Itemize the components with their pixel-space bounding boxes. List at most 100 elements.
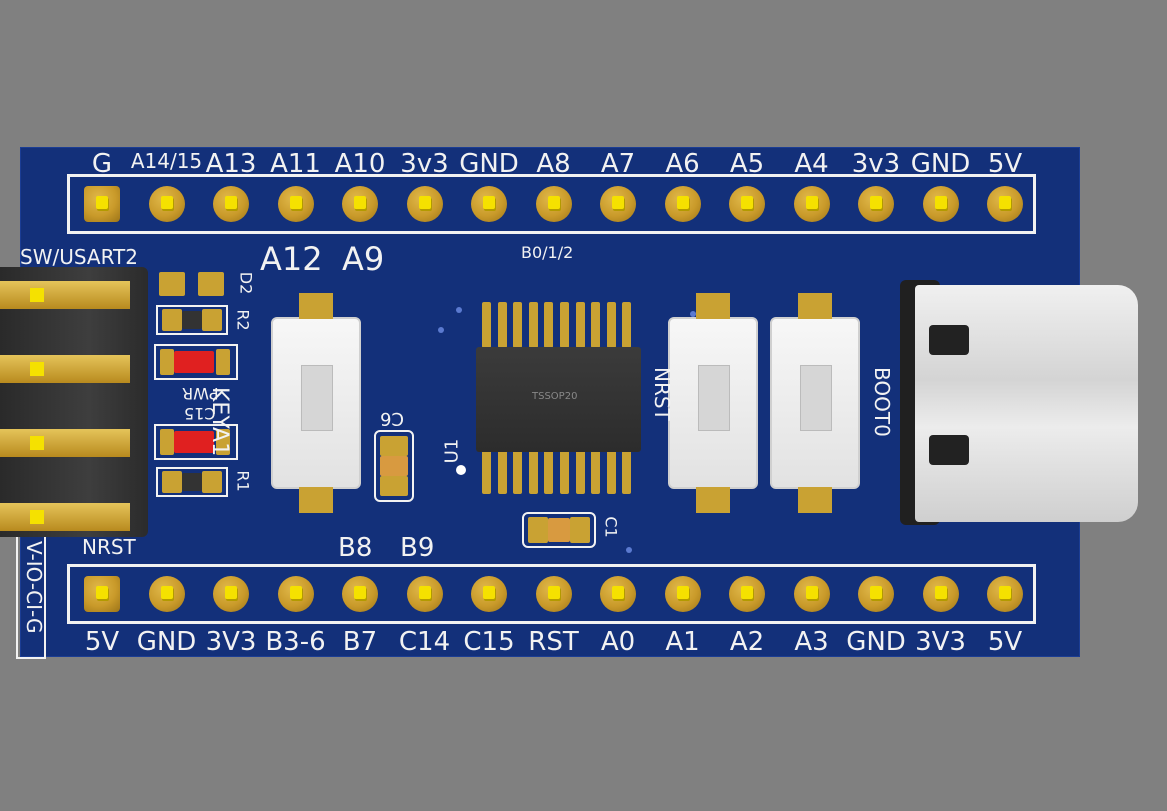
pin-label: A4 — [794, 149, 829, 179]
chip-leg — [497, 302, 507, 348]
pin1-marker — [456, 465, 466, 475]
chip-leg — [622, 448, 632, 494]
via — [438, 327, 444, 333]
header-pin-6 — [471, 576, 507, 612]
pin-label: B7 — [342, 627, 378, 657]
label-r2: R2 — [233, 309, 253, 331]
pin-label: A3 — [794, 627, 829, 657]
chip-leg — [560, 302, 569, 348]
pin-label: GND — [136, 627, 197, 657]
header-pin-11 — [793, 576, 830, 612]
c1-pad-a — [528, 517, 548, 543]
header-pin-13 — [922, 186, 959, 222]
label-b012: B0/1/2 — [521, 243, 574, 262]
header-pin-9 — [664, 576, 701, 612]
label-nrst-button: NRST — [650, 367, 674, 421]
pin-label: GND — [846, 627, 906, 657]
chip-leg — [513, 448, 523, 494]
chip-leg — [591, 302, 601, 348]
via — [626, 547, 632, 553]
nrst-button[interactable] — [668, 293, 758, 513]
header-pin-6 — [471, 186, 507, 222]
label-sw-usart2: SW/USART2 — [20, 245, 138, 269]
header-pin-2 — [213, 186, 249, 222]
r1-pad-a — [162, 471, 182, 493]
header-pin-2 — [213, 576, 249, 612]
header-pin — [0, 429, 130, 457]
label-a9: A9 — [342, 240, 385, 278]
pin-label: 5V — [987, 149, 1023, 179]
c6-pad-b — [380, 476, 408, 496]
usb-c-connector[interactable] — [915, 285, 1138, 522]
pin-label: B3-6 — [265, 627, 326, 657]
header-pin-1 — [148, 186, 185, 222]
chip-marking: TSSOP20 — [532, 391, 578, 402]
header-pin-11 — [793, 186, 830, 222]
led2-outline — [154, 424, 238, 460]
pin-label: G — [91, 149, 113, 179]
r1-pad-b — [202, 471, 222, 493]
keya1-button[interactable] — [271, 293, 361, 513]
header-pin-1 — [148, 576, 185, 612]
header-pin-7 — [535, 576, 572, 612]
chip-leg — [544, 448, 554, 494]
header-pin-7 — [535, 186, 572, 222]
r2-pad-a — [162, 309, 182, 331]
c6-outline — [374, 430, 414, 502]
label-side-vertical: V-IO-CI-G — [22, 541, 46, 634]
pin-label: 5V — [84, 627, 120, 657]
pwr-led-pad-a — [160, 349, 174, 375]
led2 — [174, 431, 214, 453]
chip-leg — [575, 302, 585, 348]
boot0-button[interactable] — [770, 293, 860, 513]
header-pin-4 — [342, 186, 378, 222]
header-pin-3 — [277, 186, 314, 222]
chip-leg — [560, 448, 569, 494]
pin-label: A7 — [600, 149, 636, 179]
pwr-led — [174, 351, 214, 373]
label-b8: B8 — [338, 533, 373, 563]
header-pin-10 — [729, 186, 765, 222]
r2-body — [182, 311, 202, 329]
header-pin-5 — [406, 576, 443, 612]
pin-label: GND — [459, 149, 519, 179]
header-pin-12 — [858, 576, 894, 612]
header-pin-13 — [922, 576, 959, 612]
header-pin-9 — [664, 186, 701, 222]
pin-label: GND — [910, 149, 971, 179]
r1-body — [182, 473, 202, 491]
header-pin-14 — [987, 576, 1023, 612]
pin-label: A13 — [205, 149, 257, 179]
label-u1: U1 — [441, 438, 463, 464]
pwr-led-outline — [154, 344, 238, 380]
led2-pad-b — [216, 429, 230, 455]
chip-leg — [606, 302, 616, 348]
header-pin-0 — [84, 576, 120, 612]
r2-pad-b — [202, 309, 222, 331]
label-keya1: KEYA1 — [207, 387, 232, 457]
c6-pad-a — [380, 436, 408, 456]
label-c1: C1 — [601, 516, 621, 538]
d2-pad-a — [159, 272, 185, 296]
chip-leg — [513, 302, 523, 348]
label-d2: D2 — [236, 271, 256, 295]
pin-label: A6 — [665, 149, 700, 179]
c1-pad-b — [570, 517, 590, 543]
led2-pad-a — [160, 429, 174, 455]
pin-label: A1 — [665, 627, 700, 657]
chip-leg — [591, 448, 601, 494]
chip-leg — [497, 448, 507, 494]
pin-label: 5V — [987, 627, 1023, 657]
pin-label: A0 — [600, 627, 636, 657]
d2-pad-b — [198, 272, 224, 296]
pin-label: A5 — [729, 149, 765, 179]
label-c6: C6 — [380, 408, 405, 429]
bottom-pin-header — [67, 564, 1036, 624]
pin-label: 3V3 — [205, 627, 257, 657]
c6-body — [380, 456, 408, 476]
pin-label: RST — [528, 627, 579, 657]
pwr-led-pad-b — [216, 349, 230, 375]
chip-leg — [622, 302, 632, 348]
label-nrst-left: NRST — [82, 535, 136, 559]
